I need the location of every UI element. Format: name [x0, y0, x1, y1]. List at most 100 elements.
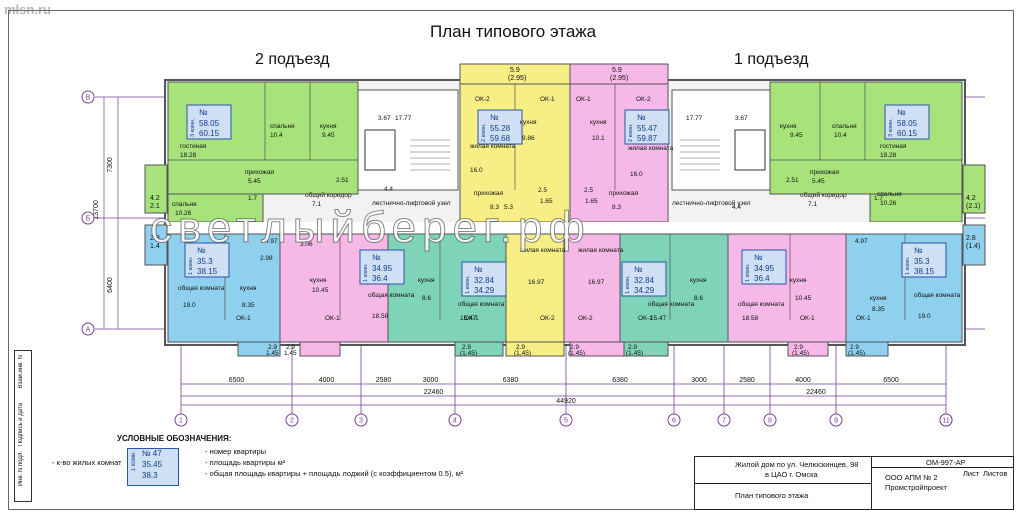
stamp-sheet-name: План типового этажа [735, 491, 809, 500]
dimension-lines [103, 97, 946, 406]
balcony-label: (1.45) [626, 350, 643, 357]
room-label: 5.45 [248, 178, 261, 185]
room-label: кухня [590, 119, 607, 126]
title-block-sheet: План типового этажа [695, 483, 872, 509]
room-label: 19.0 [918, 313, 931, 320]
apartment-box-frame [359, 249, 405, 285]
apartment-area-total: 34.29 [474, 286, 495, 295]
balcony-side-right [962, 164, 986, 214]
room-label: 4.4 [384, 186, 393, 193]
room-label: 17.77 [395, 115, 412, 122]
apt-2room-right [569, 83, 669, 223]
side-stamp: Инв. N подл. Подпись и дата Взам.инв. N [14, 350, 32, 502]
apartment-box-frame [624, 109, 670, 145]
apt-lower-pink [563, 233, 621, 343]
apartment-box-frame [186, 104, 232, 140]
corridor [168, 222, 962, 234]
balcony-label: (1.45) [792, 350, 809, 357]
axis-bubble-label: 11 [942, 418, 949, 425]
axis-bubble-label: 6 [672, 418, 676, 425]
room-label: 2.98 [260, 255, 273, 262]
room-label: гостиная [180, 143, 207, 150]
balcony-label: (2.95) [508, 75, 526, 82]
side-stamp-3: Взам.инв. N [18, 355, 24, 389]
balcony-label: 4.2 [150, 195, 160, 202]
room-label: 15.47 [460, 315, 477, 322]
axis-bubble [354, 413, 368, 427]
dimension-label: 6380 [503, 377, 519, 384]
title-block-project: Жилой дом по ул. Челюскинцев, 98 в ЦАО г… [695, 457, 872, 484]
stamp-project: Жилой дом по ул. Челюскинцев, 98 [735, 460, 859, 469]
apartment-area: 34.95 [372, 264, 393, 273]
room-label: ОК-2 [578, 315, 593, 322]
axis-bubble [939, 413, 953, 427]
axis-bubble [81, 211, 95, 225]
room-label: общая комната [648, 300, 695, 308]
balcony-label: (1.45) [514, 350, 531, 357]
room-label: жилая комната [628, 145, 674, 152]
axis-bubble [81, 322, 95, 336]
dimension-label: 4000 [319, 377, 335, 384]
room-label: 9.45 [322, 132, 335, 139]
room-label: спальня [832, 123, 857, 130]
axis-bubbles: ВБА1234567891011 [81, 90, 953, 427]
room-label: 1.65 [585, 198, 598, 205]
room-label: кухня [520, 119, 537, 126]
stamp-org2: Промстройпроект [885, 483, 947, 492]
room-label: общий коридор [800, 191, 847, 199]
room-label: общая комната [738, 300, 785, 308]
balcony-label: 2.1 [150, 203, 160, 210]
dimension-label: 2580 [376, 377, 392, 384]
room-label: жилая комната [520, 247, 566, 254]
room-label: 10.4 [834, 132, 847, 139]
apartment-number: № [197, 246, 206, 255]
room-label: общая комната [914, 291, 961, 299]
site-watermark: mlsn.ru [4, 2, 51, 17]
balcony-label: 2.9 [286, 344, 295, 351]
room-label: кухня [790, 277, 807, 284]
room-label: 9.86 [522, 135, 535, 142]
apartment-type: 1 комн. [745, 263, 751, 282]
apartment-area-total: 36.4 [754, 274, 770, 283]
room-label: общая комната [368, 291, 415, 299]
room-label: жилая комната [578, 247, 624, 254]
apartment-area: 58.05 [897, 119, 918, 128]
stamp-code: ОМ-997-АР [926, 458, 966, 467]
stamp-district: в ЦАО г. Омска [765, 470, 818, 479]
entrance-label-right: 1 подъезд [734, 51, 809, 68]
room-label: ОК-2 [540, 315, 555, 322]
axis-bubble-label: 2 [290, 418, 294, 425]
room-label: 16.97 [528, 279, 545, 286]
dimension-label: 3000 [423, 377, 439, 384]
apartment-area-total: 38.15 [197, 267, 218, 276]
room-label: 9.45 [790, 132, 803, 139]
apartment-number: № [914, 246, 923, 255]
room-label: ОК-2 [636, 96, 651, 103]
room-label: ОК-1 [236, 315, 251, 322]
room-label: ОК-1 [576, 96, 591, 103]
room-label: спальня [877, 191, 902, 198]
stair-treads [410, 139, 720, 171]
stamp-list: Лист [963, 469, 980, 478]
apartment-type: 2 комн. [481, 123, 487, 142]
room-label: общий коридор [305, 191, 352, 199]
room-label: 2.5 [538, 187, 547, 194]
room-label: кухня [320, 123, 337, 130]
side-stamp-1: Инв. N подл. [18, 451, 24, 487]
legend-row-3: - общая площадь квартиры + площадь лоджи… [205, 469, 464, 478]
room-label: 19.0 [183, 302, 196, 309]
legend-row-1: - номер квартиры [205, 447, 267, 456]
room-label: 3.67 [735, 115, 748, 122]
apt-3room-left-bedroom [167, 193, 264, 223]
axis-bubble-label: 8 [768, 418, 772, 425]
axis-bubble [81, 90, 95, 104]
apartment-type: 1 комн. [905, 256, 911, 275]
room-label: прихожая [810, 169, 839, 176]
